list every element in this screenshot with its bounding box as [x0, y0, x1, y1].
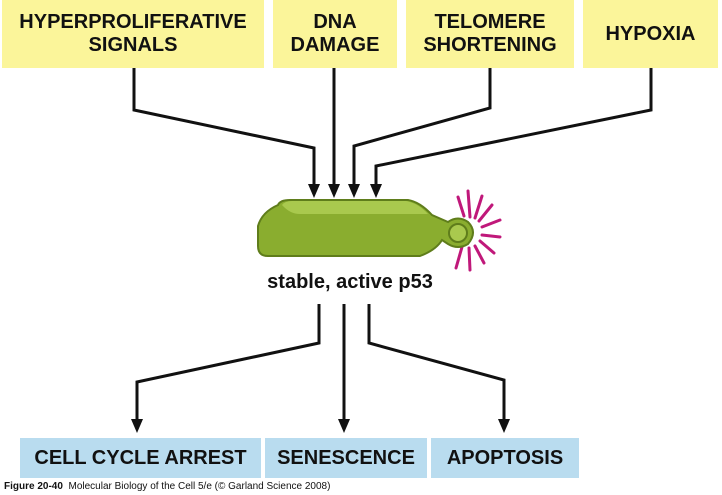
signal-box-hypoxia: HYPOXIA — [583, 0, 718, 68]
figure-number: Figure 20-40 — [4, 481, 63, 492]
output-arrows — [135, 304, 506, 420]
outcome-box-cell-cycle-arrest: CELL CYCLE ARREST — [20, 438, 261, 478]
figure-source: Molecular Biology of the Cell 5/e (© Gar… — [68, 481, 331, 492]
signal-label-hyperproliferative: HYPERPROLIFERATIVE SIGNALS — [19, 11, 247, 56]
p53-label: stable, active p53 — [267, 271, 433, 293]
outcome-label-cell-cycle-arrest: CELL CYCLE ARREST — [34, 446, 247, 469]
signal-label-dna-damage: DNA DAMAGE — [290, 11, 380, 56]
outcome-label-senescence: SENESCENCE — [277, 446, 415, 469]
figure-caption: Figure 20-40 Molecular Biology of the Ce… — [4, 481, 330, 492]
arrow-cell-cycle-arrest — [135, 304, 321, 420]
arrowhead-cell-cycle-arrest — [131, 419, 143, 433]
arrow-hyperproliferative — [132, 68, 316, 185]
input-arrows — [132, 68, 653, 185]
input-arrowheads — [308, 184, 382, 198]
activation-rays-icon — [454, 189, 502, 272]
arrow-apoptosis — [367, 304, 506, 420]
signal-box-telomere-shortening: TELOMERE SHORTENING — [406, 0, 574, 68]
arrowhead-hypoxia — [370, 184, 382, 198]
outcome-label-apoptosis: APOPTOSIS — [446, 446, 564, 469]
arrowhead-senescence — [338, 419, 350, 433]
signal-label-telomere-shortening: TELOMERE SHORTENING — [423, 11, 557, 56]
arrowhead-hyperproliferative — [308, 184, 320, 198]
output-arrowheads — [131, 419, 510, 433]
outcome-box-senescence: SENESCENCE — [265, 438, 427, 478]
outcome-box-apoptosis: APOPTOSIS — [431, 438, 579, 478]
arrowhead-telomere — [348, 184, 360, 198]
arrow-hypoxia — [374, 68, 653, 185]
signal-box-dna-damage: DNA DAMAGE — [273, 0, 397, 68]
signal-box-hyperproliferative: HYPERPROLIFERATIVE SIGNALS — [2, 0, 264, 68]
arrowhead-apoptosis — [498, 419, 510, 433]
arrowhead-dna-damage — [328, 184, 340, 198]
arrow-telomere — [352, 68, 492, 185]
p53-protein-icon — [257, 199, 474, 257]
signal-label-hypoxia: HYPOXIA — [605, 22, 696, 45]
